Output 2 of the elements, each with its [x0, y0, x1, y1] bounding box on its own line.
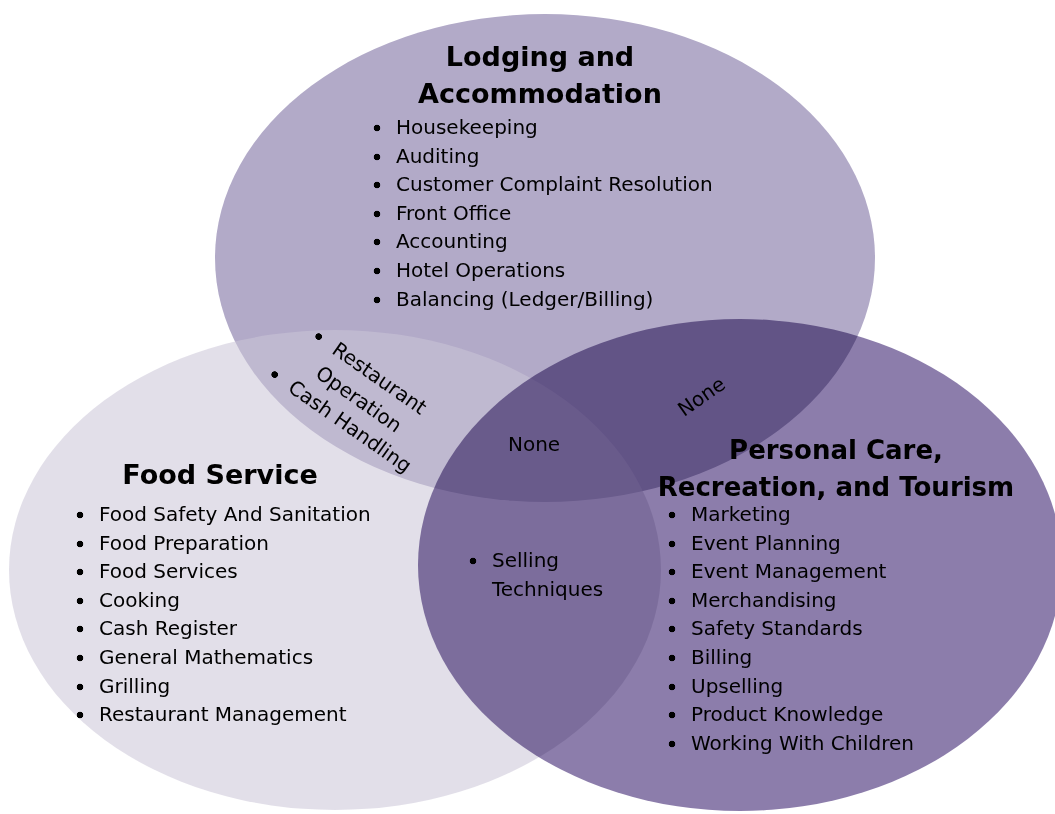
- circle-heading: Lodging and Accommodation: [417, 40, 663, 111]
- overlap-item: None: [508, 431, 561, 458]
